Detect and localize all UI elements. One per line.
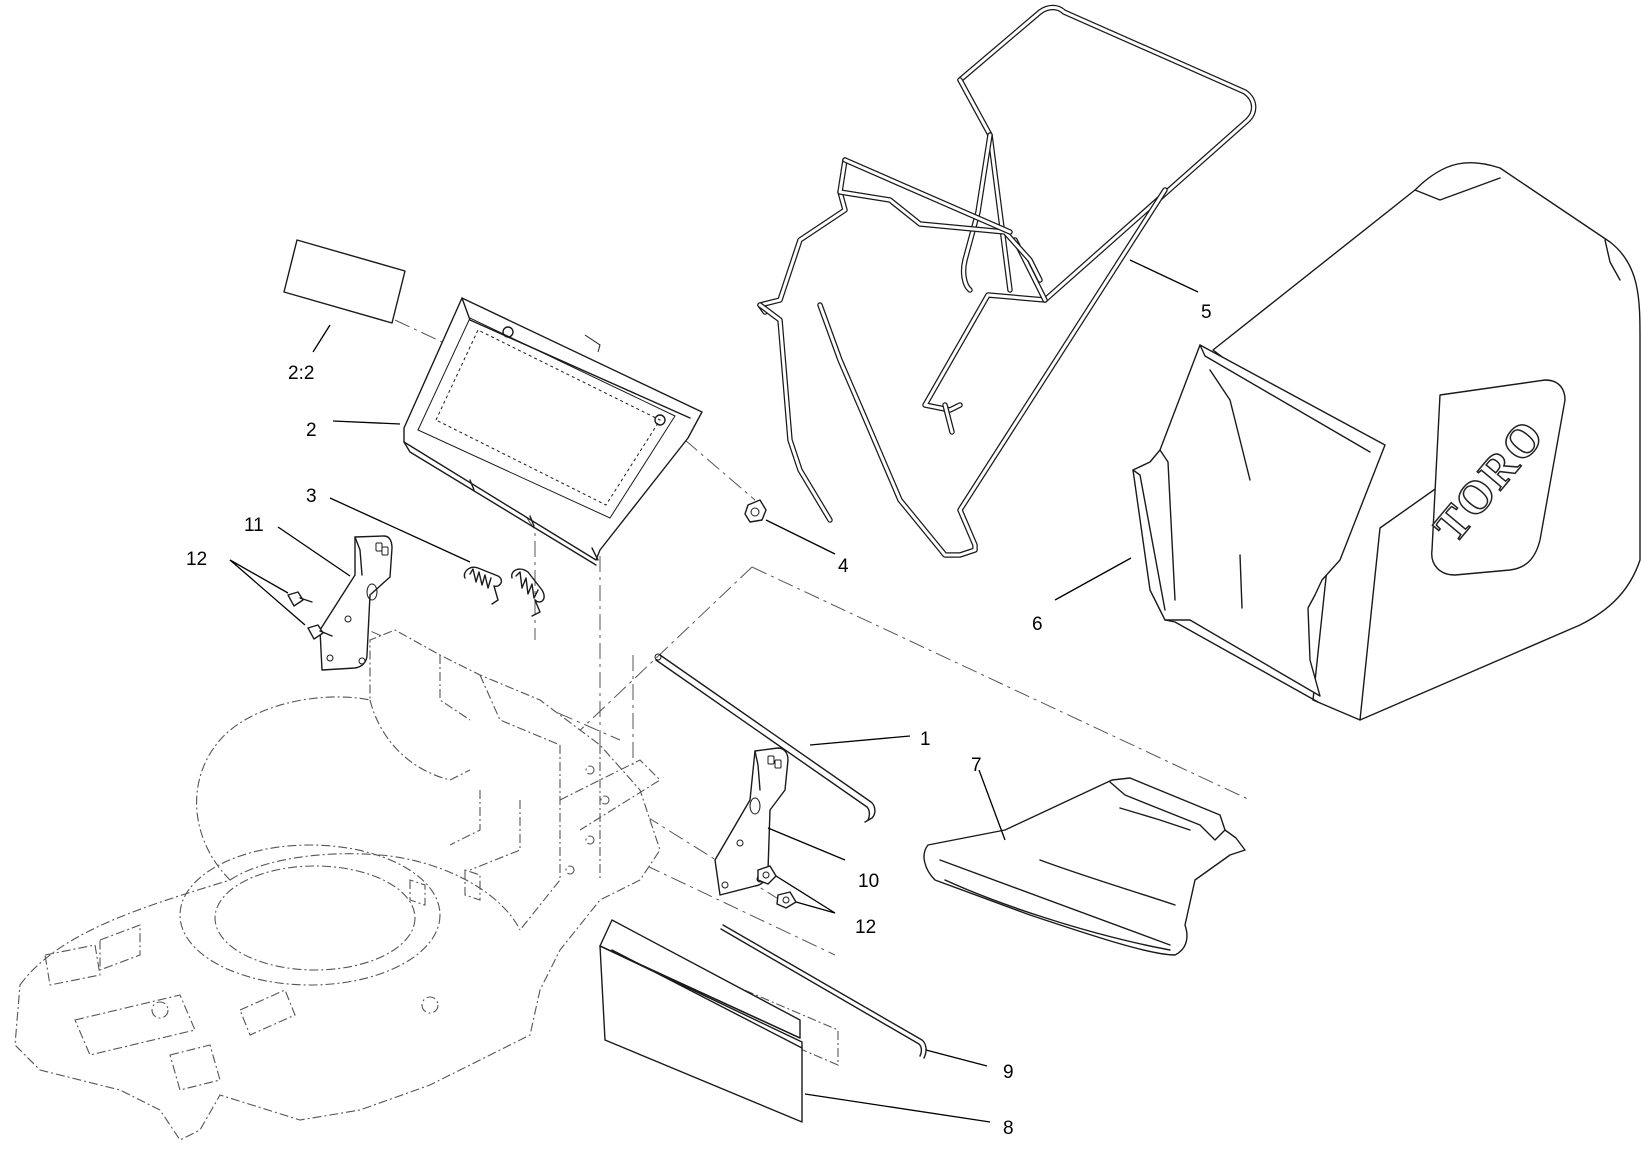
right-bracket-part: [714, 747, 789, 896]
decal-part: [283, 239, 406, 324]
callout-2-2: 2:2: [288, 363, 314, 384]
left-bracket-part: [319, 535, 393, 671]
bag-frame-part: [757, 4, 1257, 558]
callout-labels: 2:2 2 3 11 12 4 5 6 1 7 10 12 9 8: [186, 302, 1212, 1139]
rear-door-part: [403, 297, 703, 566]
callout-2: 2: [306, 420, 317, 441]
callout-9: 9: [1003, 1062, 1014, 1083]
leader-12-right-a: [775, 875, 836, 914]
leader-lines: [229, 259, 1199, 1123]
leader-3: [329, 497, 471, 563]
callout-5: 5: [1201, 302, 1212, 323]
callout-12-right: 12: [855, 917, 876, 938]
grass-bag-part: TORO: [1132, 161, 1641, 721]
leader-5: [1129, 259, 1199, 293]
right-nuts-part: [757, 865, 797, 909]
callout-4: 4: [838, 556, 849, 577]
leader-10: [767, 827, 846, 861]
callout-3: 3: [306, 486, 317, 507]
leader-12-left-b: [229, 559, 306, 626]
leader-8: [804, 1093, 991, 1123]
leader-2-2: [312, 324, 331, 353]
callout-7: 7: [971, 755, 982, 776]
callout-10: 10: [858, 871, 879, 892]
left-bolts-part: [287, 591, 333, 640]
leader-12-right-b: [795, 901, 836, 914]
leader-7: [978, 769, 1006, 841]
leader-2: [332, 420, 401, 425]
small-rod-part: [720, 924, 927, 1059]
callout-11: 11: [244, 515, 264, 536]
flap-part: [599, 919, 839, 1123]
leader-11: [277, 526, 351, 577]
callout-8: 8: [1003, 1118, 1014, 1139]
nut-part: [744, 499, 767, 523]
leader-1: [809, 735, 911, 746]
callout-1: 1: [920, 729, 931, 750]
callout-12-left: 12: [186, 549, 207, 570]
leader-4: [765, 519, 836, 555]
leader-6: [1054, 557, 1132, 601]
discharge-chute-part: [923, 777, 1246, 956]
callout-6: 6: [1032, 614, 1043, 635]
mower-deck: [14, 629, 661, 1141]
springs-part: [463, 566, 545, 617]
leader-12-left-a: [229, 559, 289, 594]
leader-9: [925, 1049, 988, 1067]
hinge-rod-part: [654, 653, 876, 823]
